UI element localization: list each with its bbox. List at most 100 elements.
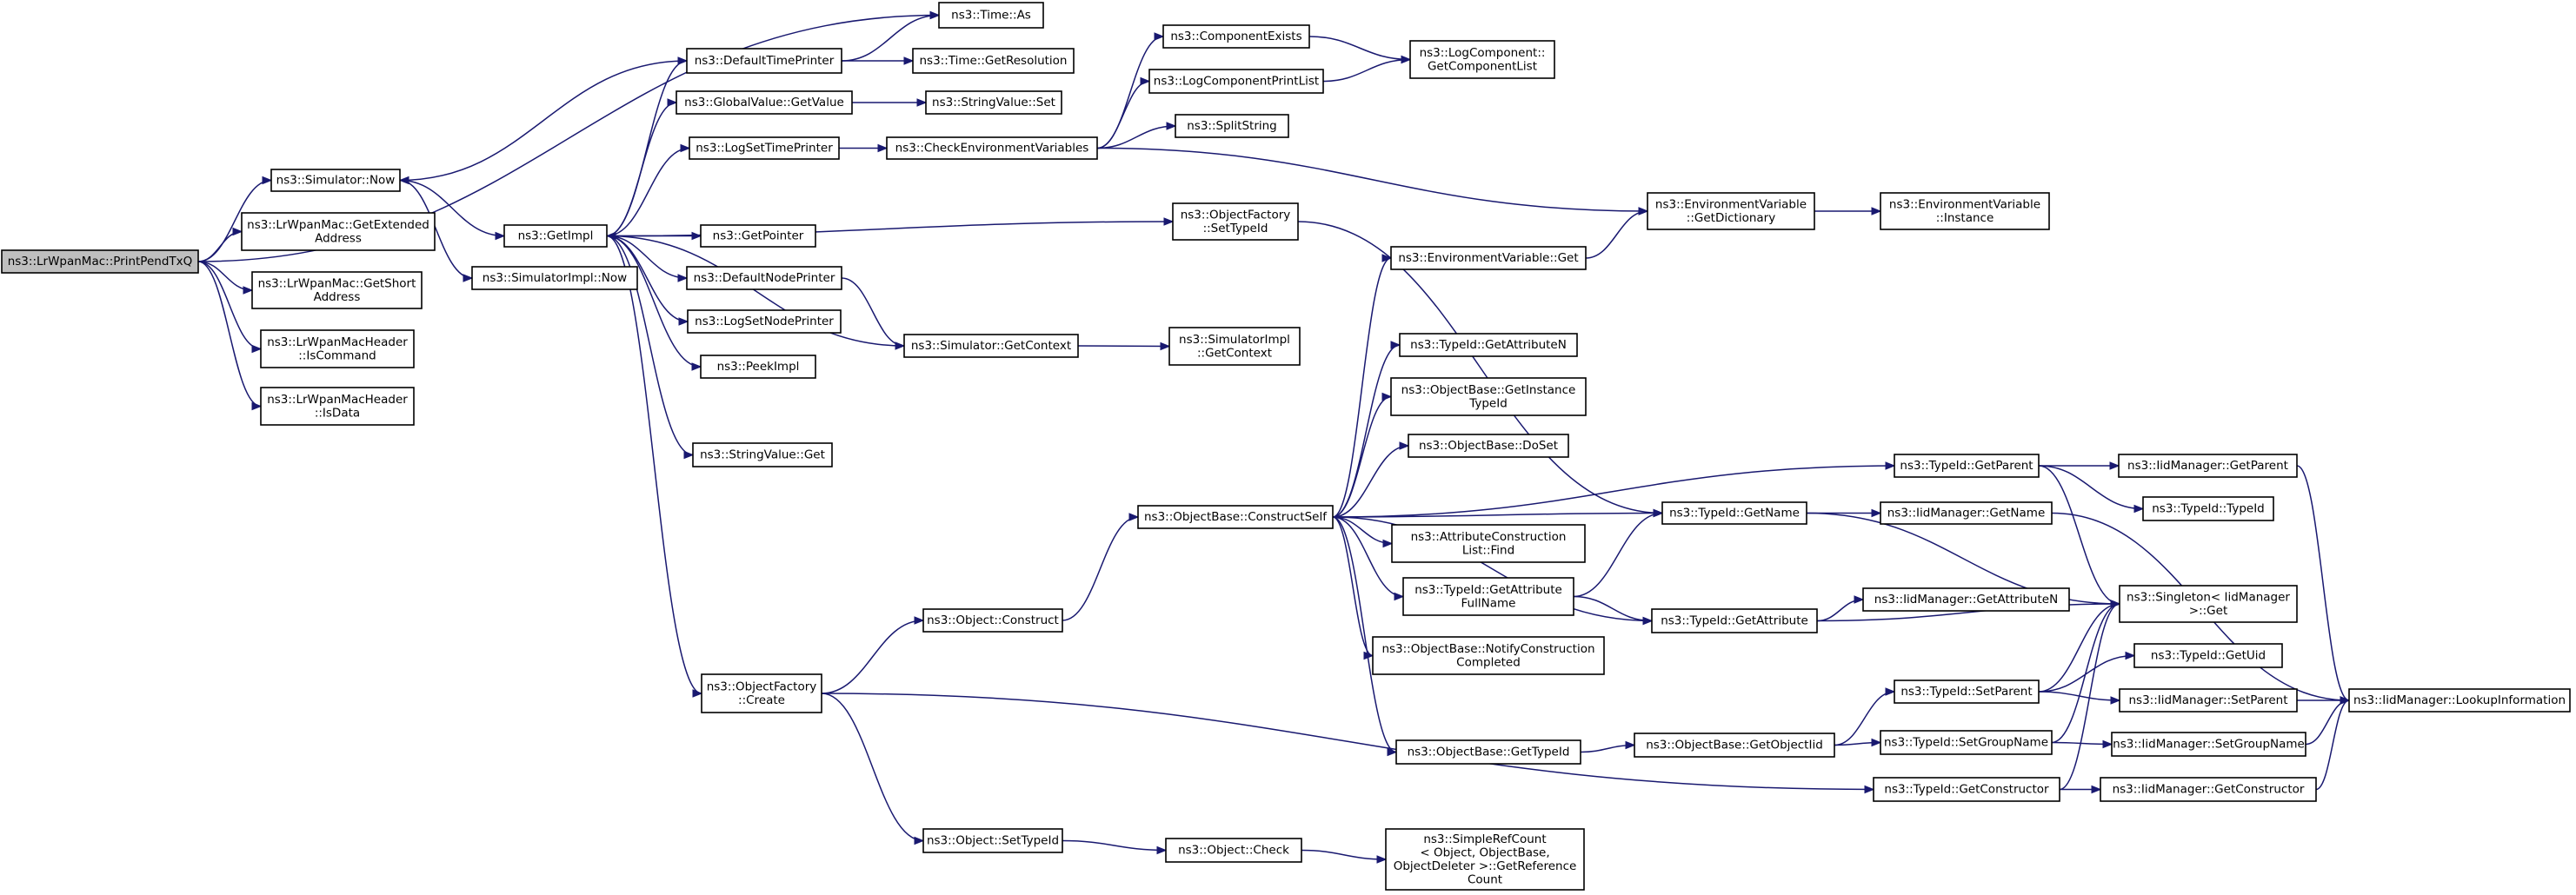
node-simGetContext[interactable]: ns3::Simulator::GetContext: [903, 334, 1079, 358]
node-obGetTid[interactable]: ns3::ObjectBase::GetTypeId: [1395, 739, 1581, 765]
node-timeAs[interactable]: ns3::Time::As: [938, 2, 1044, 29]
node-label: ns3::Object::Construct: [927, 613, 1059, 627]
node-box: [922, 608, 1063, 633]
node-objSetTid[interactable]: ns3::Object::SetTypeId: [922, 828, 1063, 853]
node-timeGetRes[interactable]: ns3::Time::GetResolution: [912, 48, 1075, 74]
node-svGet[interactable]: ns3::StringValue::Get: [692, 442, 833, 467]
node-label: ns3::IidManager::SetGroupName: [2113, 738, 2305, 752]
node-label: ::GetContext: [1197, 346, 1272, 360]
node-box: [1894, 454, 2040, 478]
edge-checkEnv-to-splitString: [1096, 122, 1177, 149]
node-ofSetTypeId[interactable]: ns3::ObjectFactory::SetTypeId: [1172, 202, 1299, 241]
node-iidGetAttrN[interactable]: ns3::IidManager::GetAttributeN: [1862, 587, 2070, 612]
node-tidGetParent[interactable]: ns3::TypeId::GetParent: [1894, 454, 2040, 478]
node-label: ns3::ObjectBase::NotifyConstruction: [1381, 642, 1594, 656]
edge-tidGetCtor-to-iidGetCtor: [2060, 785, 2102, 794]
edge-objConstruct-to-obConstructSelf: [1062, 513, 1140, 621]
node-box: [700, 224, 816, 248]
node-iidSetGroup[interactable]: ns3::IidManager::SetGroupName: [2111, 732, 2306, 757]
node-box: [1880, 501, 2053, 525]
node-isData[interactable]: ns3::LrWpanMacHeader::IsData: [260, 387, 415, 426]
node-label: ns3::Singleton< IidManager: [2127, 590, 2290, 604]
node-envGet[interactable]: ns3::EnvironmentVariable::Get: [1390, 246, 1587, 270]
node-gvGetValue[interactable]: ns3::GlobalValue::GetValue: [676, 90, 853, 115]
node-defNodePrinter[interactable]: ns3::DefaultNodePrinter: [686, 266, 842, 290]
node-box: [676, 90, 853, 115]
node-iidGetCtor[interactable]: ns3::IidManager::GetConstructor: [2100, 777, 2317, 802]
node-logCompPrintList[interactable]: ns3::LogComponentPrintList: [1148, 69, 1324, 94]
node-label: ns3::IidManager::LookupInformation: [2353, 693, 2566, 707]
edge-compExists-to-logCompGetList: [1308, 36, 1412, 64]
node-label: ns3::LogComponentPrintList: [1154, 75, 1319, 89]
node-envGetDict[interactable]: ns3::EnvironmentVariable::GetDictionary: [1647, 192, 1815, 230]
edge-tidGetParent-to-singletonGet: [2038, 465, 2121, 608]
node-simImplNow[interactable]: ns3::SimulatorImpl::Now: [471, 266, 638, 290]
node-ofCreate[interactable]: ns3::ObjectFactory::Create: [701, 673, 822, 713]
node-tidGetUid[interactable]: ns3::TypeId::GetUid: [2133, 643, 2283, 668]
node-getPointer[interactable]: ns3::GetPointer: [700, 224, 816, 248]
edge-defTimePrinter-to-timeGetRes: [842, 56, 915, 65]
node-logSetTimePrinter[interactable]: ns3::LogSetTimePrinter: [689, 136, 840, 160]
node-box: [687, 309, 842, 334]
node-label: ns3::EnvironmentVariable::Get: [1398, 251, 1578, 265]
node-singletonGet[interactable]: ns3::Singleton< IidManager >::Get: [2119, 585, 2298, 623]
node-obDoSet[interactable]: ns3::ObjectBase::DoSet: [1408, 434, 1569, 458]
node-peekImpl[interactable]: ns3::PeekImpl: [700, 355, 816, 379]
node-isCommand[interactable]: ns3::LrWpanMacHeader::IsCommand: [260, 329, 415, 368]
edge-iidGetCtor-to-iidLookup: [2315, 696, 2351, 791]
node-tidSetParent[interactable]: ns3::TypeId::SetParent: [1894, 680, 2040, 704]
edge-obGetObjTid-to-tidSetParent: [1834, 687, 1896, 746]
node-checkEnv[interactable]: ns3::CheckEnvironmentVariables: [886, 136, 1098, 160]
node-label: ns3::LrWpanMacHeader: [267, 335, 408, 349]
node-tidGetCtor[interactable]: ns3::TypeId::GetConstructor: [1873, 777, 2060, 802]
node-objCheck[interactable]: ns3::Object::Check: [1165, 838, 1302, 863]
node-tidSetGroup[interactable]: ns3::TypeId::SetGroupName: [1880, 730, 2053, 755]
node-tidGetAttrN[interactable]: ns3::TypeId::GetAttributeN: [1399, 333, 1578, 357]
node-simNow[interactable]: ns3::Simulator::Now: [270, 169, 401, 192]
edge-simNow-to-simImplNow: [399, 179, 474, 282]
node-iidSetParent[interactable]: ns3::IidManager::SetParent: [2119, 688, 2298, 713]
node-label: ns3::CheckEnvironmentVariables: [895, 142, 1089, 156]
node-obGetObjTid[interactable]: ns3::ObjectBase::GetObjectIid: [1634, 733, 1835, 758]
node-iidGetName[interactable]: ns3::IidManager::GetName: [1880, 501, 2053, 525]
node-label: ::Instance: [1936, 211, 1994, 225]
node-iidLookup[interactable]: ns3::IidManager::LookupInformation: [2348, 688, 2571, 713]
node-logSetNodePrinter[interactable]: ns3::LogSetNodePrinter: [687, 309, 842, 334]
node-objConstruct[interactable]: ns3::Object::Construct: [922, 608, 1063, 633]
node-iidGetParent[interactable]: ns3::IidManager::GetParent: [2118, 454, 2298, 478]
node-obConstructSelf[interactable]: ns3::ObjectBase::ConstructSelf: [1137, 505, 1334, 529]
node-obNotifyConstr[interactable]: ns3::ObjectBase::NotifyConstructionCompl…: [1372, 636, 1605, 675]
node-tidGetName[interactable]: ns3::TypeId::GetName: [1661, 501, 1807, 525]
node-svSet[interactable]: ns3::StringValue::Set: [925, 90, 1062, 115]
node-logCompGetList[interactable]: ns3::LogComponent::GetComponentList: [1409, 40, 1555, 79]
node-printPend[interactable]: ns3::LrWpanMac::PrintPendTxQ: [1, 249, 199, 274]
node-defTimePrinter[interactable]: ns3::DefaultTimePrinter: [686, 48, 842, 74]
node-label: List::Find: [1462, 543, 1514, 557]
node-getImpl[interactable]: ns3::GetImpl: [503, 224, 608, 248]
node-box: [1390, 377, 1587, 416]
node-box: [1165, 838, 1302, 863]
node-simImplGetContext[interactable]: ns3::SimulatorImpl::GetContext: [1168, 327, 1301, 366]
node-compExists[interactable]: ns3::ComponentExists: [1162, 24, 1310, 49]
edge-obConstructSelf-to-obDoSet: [1332, 441, 1410, 518]
node-tidTypeId[interactable]: ns3::TypeId::TypeId: [2142, 496, 2274, 521]
edge-getImpl-to-defTimePrinter: [606, 56, 689, 237]
edge-getImpl-to-peekImpl: [606, 235, 702, 371]
node-box: [1148, 69, 1324, 94]
node-label: ns3::StringValue::Get: [700, 448, 825, 462]
node-splitString[interactable]: ns3::SplitString: [1175, 114, 1289, 138]
node-label: ns3::IidManager::GetAttributeN: [1874, 593, 2058, 607]
node-label: ns3::Object::Check: [1178, 844, 1289, 858]
node-box: [270, 169, 401, 192]
node-tidGetAttr[interactable]: ns3::TypeId::GetAttribute: [1651, 608, 1818, 633]
node-box: [1651, 608, 1818, 633]
node-envInstance[interactable]: ns3::EnvironmentVariable::Instance: [1880, 192, 2050, 230]
node-srcGetRef[interactable]: ns3::SimpleRefCount< Object, ObjectBase,…: [1385, 828, 1585, 891]
edge-gvGetValue-to-svSet: [852, 98, 928, 107]
